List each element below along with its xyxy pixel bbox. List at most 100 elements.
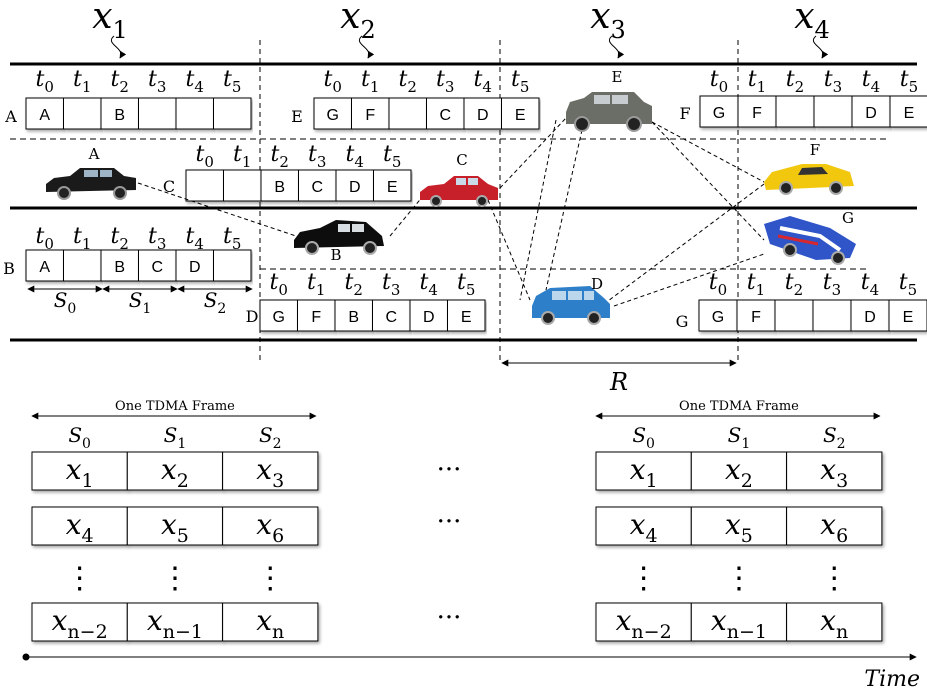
tdma-frame-1-slot-r1-c1-value: x5	[161, 508, 189, 547]
schedule-E-slot-5-value: E	[515, 107, 526, 124]
tdma-frame-1-col-S1: S1	[164, 423, 187, 452]
schedule-C-header-t2: t2	[271, 142, 289, 171]
vehicle-E-body	[566, 92, 652, 124]
link-E-G	[651, 121, 765, 241]
schedule-C-slot-2	[260, 169, 299, 202]
tdma-frame-2-col-S2: S2	[823, 423, 846, 452]
vehicle-label-F: F	[810, 141, 820, 159]
vehicles	[46, 92, 856, 325]
tdma-frame-1-slot-r2-c2-value: xn	[256, 604, 284, 643]
schedule-B-slot-2-value: B	[114, 259, 125, 276]
schedule-B-header-t1: t1	[73, 224, 91, 253]
vehicle-B	[294, 220, 384, 255]
tdma-frame-2-vdots-1: ⋮	[724, 561, 754, 596]
tdma-frame-1-slot-r0-c0-value: x1	[66, 453, 94, 492]
schedule-E-slot-3-value: C	[439, 107, 451, 124]
schedule-A-slot-0	[25, 97, 64, 130]
segment-arrow-x4	[813, 35, 829, 59]
vehicle-label-C: C	[456, 151, 467, 169]
schedule-F-slot-0	[699, 95, 739, 128]
schedule-F-header-t3: t3	[824, 67, 842, 96]
schedule-F-header-t1: t1	[748, 67, 766, 96]
schedule-E-header-t5: t5	[511, 67, 529, 96]
schedule-E-slot-0	[313, 97, 352, 130]
tdma-frame-1-col-S0: S0	[68, 423, 91, 452]
schedule-D-slot-1	[297, 299, 336, 332]
schedule-G-slot-3	[812, 299, 852, 332]
schedule-F-header-t2: t2	[786, 67, 804, 96]
tdma-frame-2-slot-r0-c1-value: x2	[725, 453, 753, 492]
schedule-E-header-t0: t0	[324, 67, 342, 96]
schedule-G-slot-5-value: E	[903, 309, 914, 326]
communication-links	[137, 117, 765, 307]
schedule-F-slot-1	[737, 95, 777, 128]
link-D-G	[613, 253, 765, 307]
schedule-B-slot-2	[100, 249, 139, 282]
schedule-G-header-t0: t0	[709, 270, 727, 299]
schedule-G-owner-label: G	[676, 312, 689, 331]
schedule-C-header-t0: t0	[196, 142, 214, 171]
tdma-frame-1-slot-r0-c0	[31, 451, 128, 491]
vehicle-D	[532, 286, 610, 325]
vehicle-label-B: B	[330, 246, 341, 264]
segment-arrow-x2	[359, 35, 375, 59]
schedule-C-slot-3-value: C	[311, 179, 323, 196]
tdma-frame-1-slot-r0-c2-value: x3	[256, 453, 284, 492]
schedule-D-slot-0	[259, 299, 298, 332]
link-E-F	[651, 121, 765, 183]
tdma-frame-2-slot-r0-c2	[786, 451, 883, 491]
schedule-A-slot-2-value: B	[114, 107, 125, 124]
link-C-E	[499, 117, 567, 189]
vehicle-G	[764, 216, 856, 265]
schedule-F-slot-5-value: E	[904, 105, 915, 122]
tdma-frame-1-vdots-0: ⋮	[65, 561, 95, 596]
frame-gap-ellipsis-1: ···	[437, 507, 462, 537]
segment-label-x2: x2	[340, 0, 376, 44]
schedule-D-slot-0-value: G	[273, 309, 285, 326]
tdma-frame-2-col-S1: S1	[728, 423, 751, 452]
schedule-B-slot-4	[175, 249, 214, 282]
tdma-frame-2-slot-r0-c2-value: x3	[820, 453, 848, 492]
schedule-A-header-t2: t2	[111, 67, 129, 96]
schedule-B-slot-5	[213, 249, 252, 282]
schedule-E-header-t1: t1	[361, 67, 379, 96]
schedule-B-slot-3-value: C	[151, 259, 163, 276]
schedule-F-header-t4: t4	[862, 67, 880, 96]
schedule-A-header-t4: t4	[186, 67, 204, 96]
schedule-A-header-t0: t0	[36, 67, 54, 96]
schedule-D-header-t0: t0	[270, 270, 288, 299]
vehicle-C	[420, 176, 498, 207]
schedule-C-owner-label: C	[163, 177, 175, 196]
schedule-B-header-t4: t4	[186, 224, 204, 253]
link-E-D	[519, 119, 557, 301]
schedule-A-slot-1	[63, 97, 102, 130]
schedule-C-slot-3	[298, 169, 337, 202]
schedule-E-slot-0-value: G	[327, 107, 339, 124]
schedule-G-header-t4: t4	[861, 270, 879, 299]
schedule-F-slot-3	[813, 95, 853, 128]
schedule-D-slot-2	[334, 299, 373, 332]
schedule-B-slot-1	[63, 249, 102, 282]
schedule-F-header-t5: t5	[900, 67, 918, 96]
tdma-frame-2-label: One TDMA Frame	[679, 399, 799, 414]
schedule-G-header-t3: t3	[823, 270, 841, 299]
schedule-D-slot-1-value: F	[311, 309, 321, 326]
schedule-D-slot-5-value: E	[461, 309, 472, 326]
time-axis: Time	[22, 653, 920, 690]
schedule-B-slot-4-value: D	[189, 259, 201, 276]
schedule-D-slot-2-value: B	[348, 309, 359, 326]
schedule-G-slot-5	[888, 299, 927, 332]
tdma-frame-2-slot-r0-c0	[595, 451, 692, 491]
tdma-frame-2-col-S0: S0	[632, 423, 655, 452]
schedule-F-owner-label: F	[679, 104, 690, 123]
schedule-A-header-t3: t3	[148, 67, 166, 96]
schedule-C-slot-4	[335, 169, 374, 202]
schedule-E-slot-2	[388, 97, 427, 130]
subframe-label-S0: S0	[54, 288, 77, 317]
